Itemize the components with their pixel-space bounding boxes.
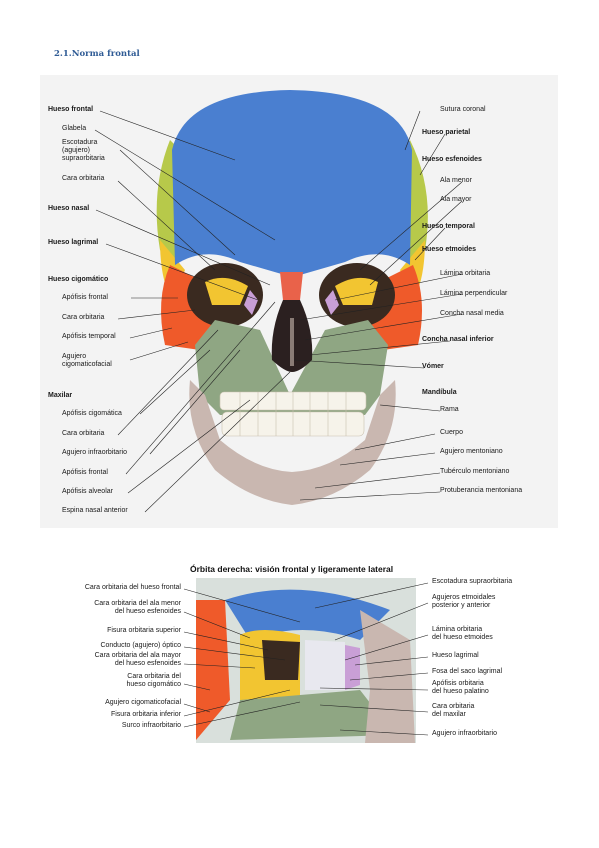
- label-agujero-infra-2: Agujero infraorbitario: [432, 730, 497, 737]
- maxilla-bone: [195, 320, 388, 415]
- orbit-maxilla-floor: [230, 690, 395, 740]
- label-hueso-cigomatico: Hueso cigomático: [48, 276, 109, 283]
- label-apofisis-cigomatica: Apófisis cigomática: [62, 410, 122, 417]
- label-apofisis-alveolar: Apófisis alveolar: [62, 488, 113, 495]
- label-espina-nasal: Espina nasal anterior: [62, 507, 128, 514]
- label-vomer: Vómer: [422, 363, 444, 370]
- label-ala-mayor: Ala mayor: [440, 196, 472, 203]
- orbit-frontal-roof: [225, 589, 390, 640]
- label-cara-orbitaria-2: Cara orbitaria: [62, 314, 105, 321]
- orbit-right-sphenoid: [335, 277, 378, 305]
- label-apofisis-orb-palatino: Apófisis orbitaria del hueso palatino: [432, 680, 489, 695]
- orbit-optic-dark: [262, 640, 300, 680]
- label-hueso-lagrimal: Hueso lagrimal: [48, 239, 99, 246]
- label-hueso-etmoides: Hueso etmoides: [422, 246, 477, 253]
- label-agujero-cigomaticofacial: Agujero cigomaticofacial: [62, 353, 112, 368]
- label-agujeros-etmoidales: Agujeros etmoidales posterior y anterior: [432, 594, 496, 609]
- label-co-cigomatico: Cara orbitaria del hueso cigomático: [126, 673, 181, 688]
- label-cara-orbitaria-1: Cara orbitaria: [62, 175, 105, 182]
- label-surco-infra: Surco infraorbitario: [121, 722, 181, 729]
- label-co-frontal: Cara orbitaria del hueso frontal: [84, 584, 181, 591]
- label-agujero-infraorbitario: Agujero infraorbitario: [62, 449, 127, 456]
- orbit-zygomatic-face: [196, 600, 230, 740]
- orbit-lacrimal: [345, 645, 360, 690]
- label-cara-orbitaria-3: Cara orbitaria: [62, 430, 105, 437]
- label-cuerpo: Cuerpo: [440, 429, 463, 436]
- label-agujero-mentoniano: Agujero mentoniano: [440, 448, 503, 455]
- figure2-title: Órbita derecha: visión frontal y ligeram…: [190, 564, 394, 574]
- label-glabela: Glabela: [62, 125, 87, 132]
- label-co-ala-menor: Cara orbitaria del ala menor del hueso e…: [94, 600, 181, 615]
- mandible: [189, 380, 396, 505]
- label-lamina-orbitaria: Lámina orbitaria: [440, 270, 491, 277]
- label-lamina-perpendicular: Lámina perpendicular: [440, 290, 508, 297]
- label-protuberancia: Protuberancia mentoniana: [440, 487, 523, 494]
- label-rama: Rama: [440, 406, 459, 413]
- label-sutura-coronal: Sutura coronal: [440, 106, 486, 113]
- label-concha-media: Concha nasal media: [440, 310, 504, 317]
- label-agujero-cf: Agujero cigomaticofacial: [105, 699, 181, 706]
- label-hueso-nasal: Hueso nasal: [48, 205, 90, 212]
- label-hueso-esfenoides: Hueso esfenoides: [422, 156, 482, 163]
- nasal-bone: [280, 272, 303, 300]
- label-co-maxilar: Cara orbitaria del maxilar: [432, 703, 475, 718]
- label-mandibula: Mandíbula: [422, 389, 457, 396]
- label-ala-menor: Ala menor: [440, 177, 472, 184]
- label-fisura-superior: Fisura orbitaria superior: [107, 627, 181, 634]
- vomer: [290, 318, 294, 366]
- label-co-ala-mayor: Cara orbitaria del ala mayor del hueso e…: [94, 652, 181, 667]
- label-lamina-orb-etm: Lámina orbitaria del hueso etmoides: [432, 626, 493, 641]
- label-hueso-temporal: Hueso temporal: [422, 223, 475, 230]
- label-fosa-saco: Fosa del saco lagrimal: [432, 668, 503, 675]
- orbit-ethmoid: [305, 640, 345, 690]
- orbit-right-ethmoid: [325, 290, 339, 315]
- label-escotadura-supra: Escotadura supraorbitaria: [432, 578, 513, 585]
- label-escotadura: Escotadura (agujero) supraorbitaria: [62, 139, 105, 162]
- label-hueso-parietal: Hueso parietal: [422, 129, 471, 136]
- label-maxilar: Maxilar: [48, 392, 73, 399]
- label-apofisis-temporal: Apófisis temporal: [62, 333, 116, 340]
- label-concha-inferior: Concha nasal inferior: [422, 336, 494, 343]
- label-apofisis-frontal-1: Apófisis frontal: [62, 294, 108, 301]
- label-hueso-lagrimal-2: Hueso lagrimal: [432, 652, 479, 659]
- label-fisura-inferior: Fisura orbitaria inferior: [110, 711, 181, 718]
- label-hueso-frontal: Hueso frontal: [48, 106, 94, 113]
- frontal-bone: [172, 90, 412, 275]
- section-title: 2.1.Norma frontal: [54, 49, 140, 59]
- label-conducto-optico: Conducto (agujero) óptico: [100, 642, 181, 649]
- label-tuberculo-mentoniano: Tubérculo mentoniano: [440, 468, 510, 475]
- label-apofisis-frontal-2: Apófisis frontal: [62, 469, 108, 476]
